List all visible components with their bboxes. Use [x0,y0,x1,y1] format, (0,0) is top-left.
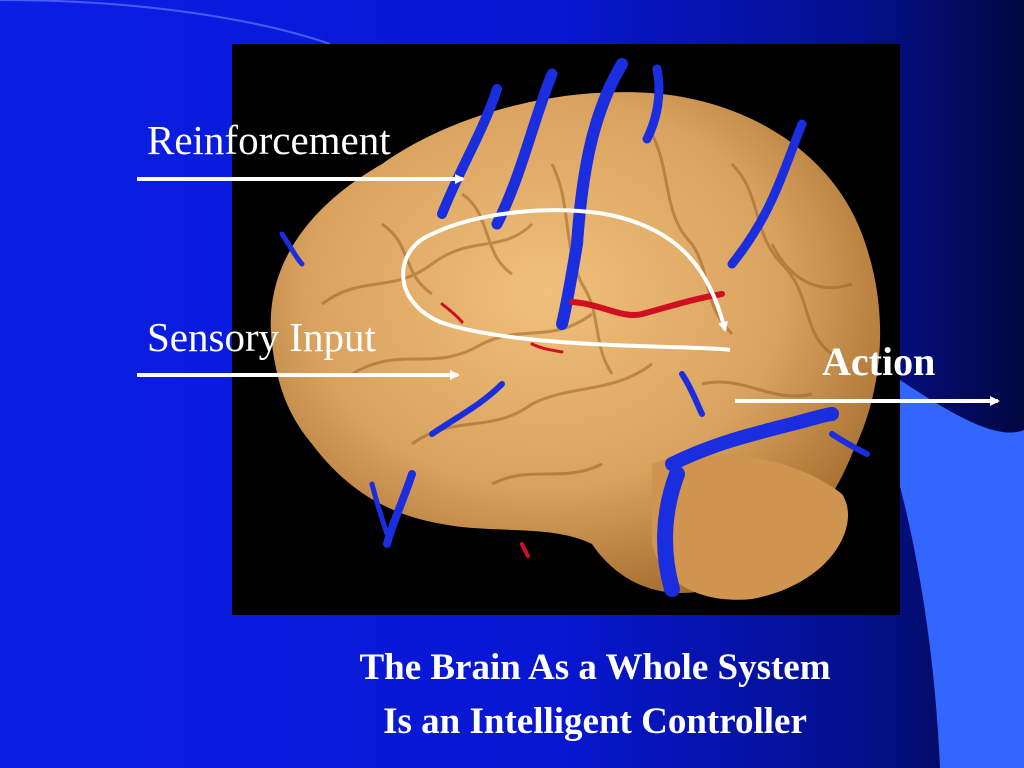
reinforcement-label: Reinforcement [147,117,391,163]
sensory-input-label: Sensory Input [147,314,376,360]
action-label: Action [822,339,936,384]
caption-line-2: Is an Intelligent Controller [383,701,807,742]
caption-line-1: The Brain As a Whole System [359,647,831,688]
